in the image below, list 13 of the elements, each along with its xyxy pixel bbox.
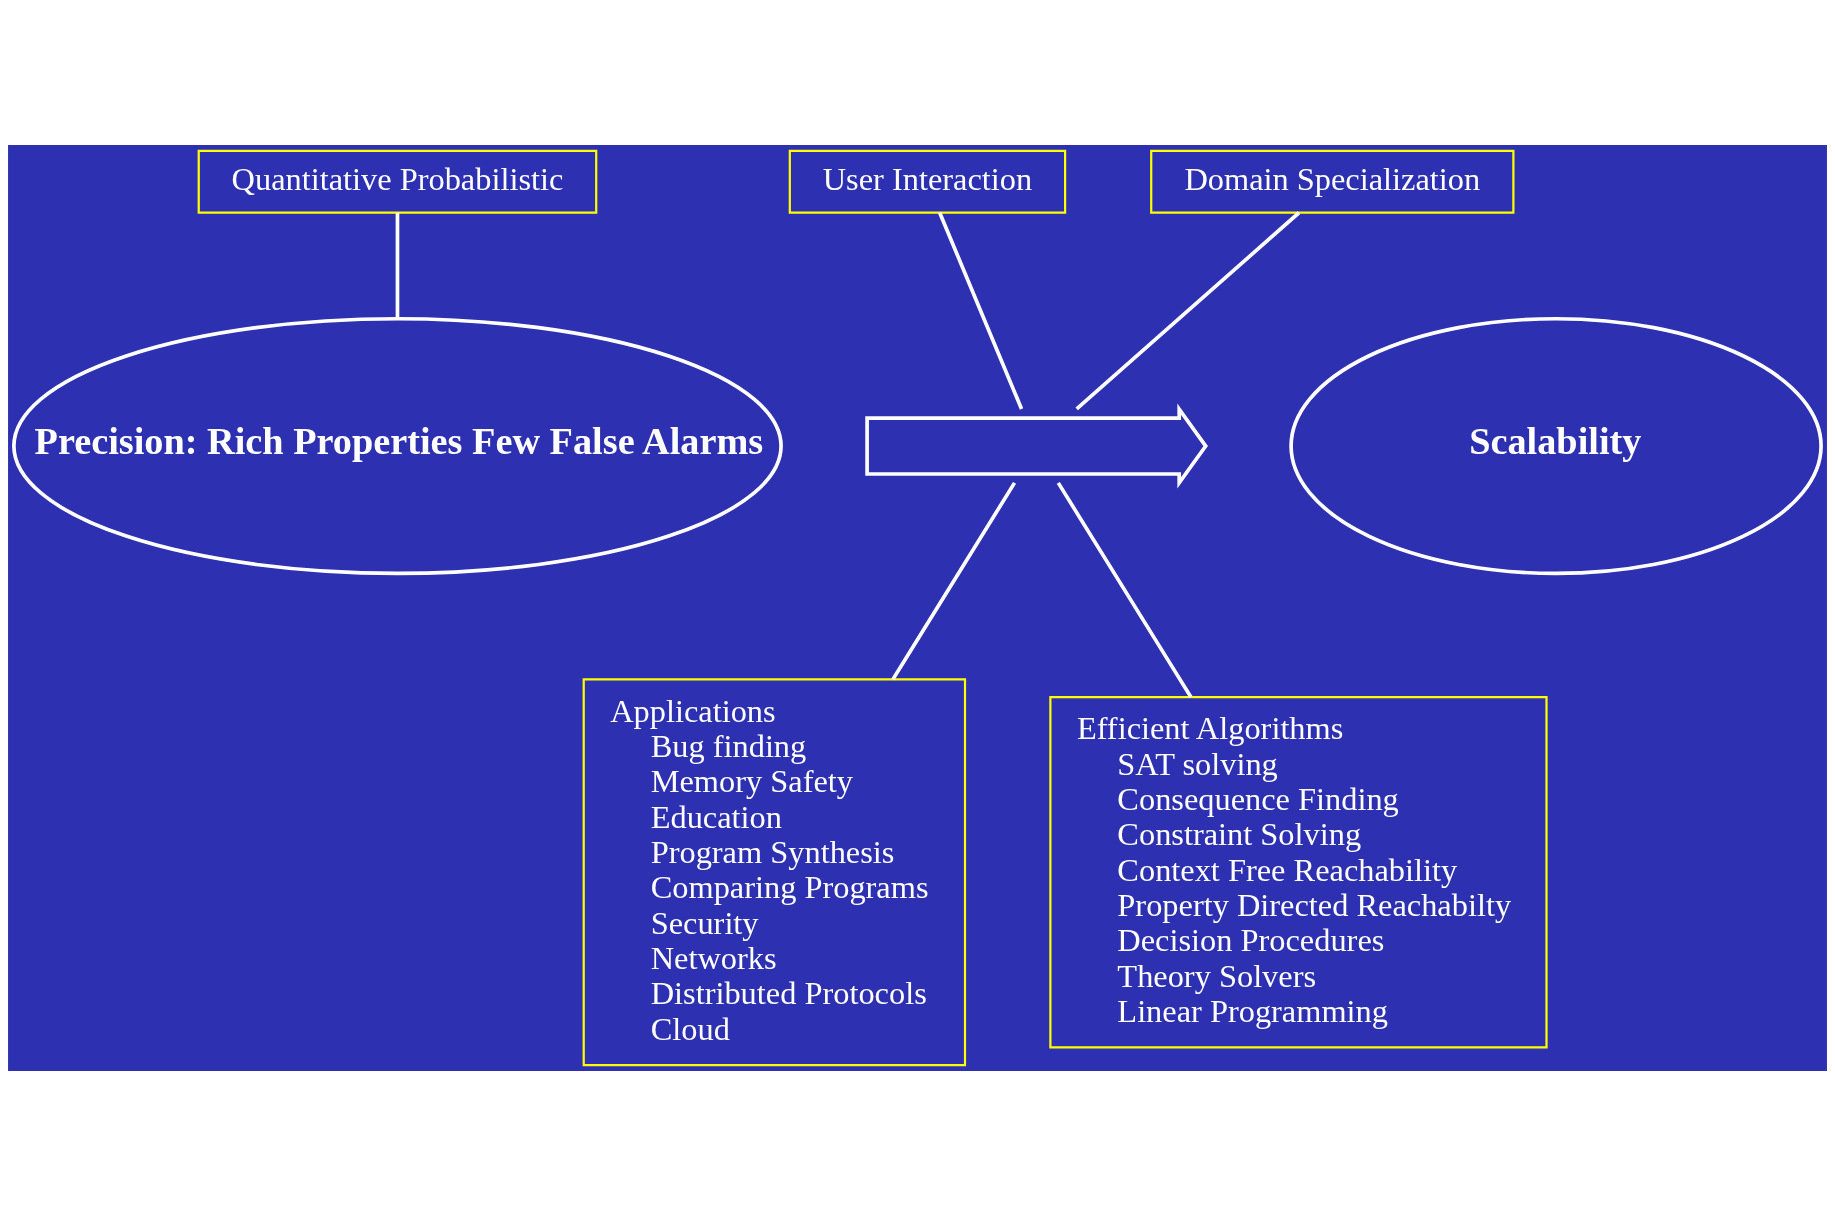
connector — [891, 481, 1017, 681]
node-ellipse: Scalability — [1289, 316, 1823, 576]
node-box: User Interaction — [788, 149, 1067, 214]
node-ellipse: Precision: Rich Properties Few False Alarms — [12, 316, 783, 576]
node-arrow — [865, 403, 1208, 489]
node-box: Domain Specialization — [1150, 149, 1515, 214]
connector — [1075, 211, 1301, 411]
connector — [395, 212, 400, 319]
connector — [1056, 481, 1193, 698]
node-box: Quantitative Probabilistic — [197, 149, 598, 214]
node-box: Efficient Algorithms SAT solving Consequence Finding Constraint Solving Context Free Reachability Property Directed Reachabilty Decision Procedures Theory Solvers Linear Programming — [1049, 695, 1548, 1049]
connector — [938, 212, 1024, 410]
node-box: Applications Bug finding Memory Safety Education Program Synthesis Comparing Programs Security Networks Distributed Protocols Cloud — [582, 678, 967, 1067]
